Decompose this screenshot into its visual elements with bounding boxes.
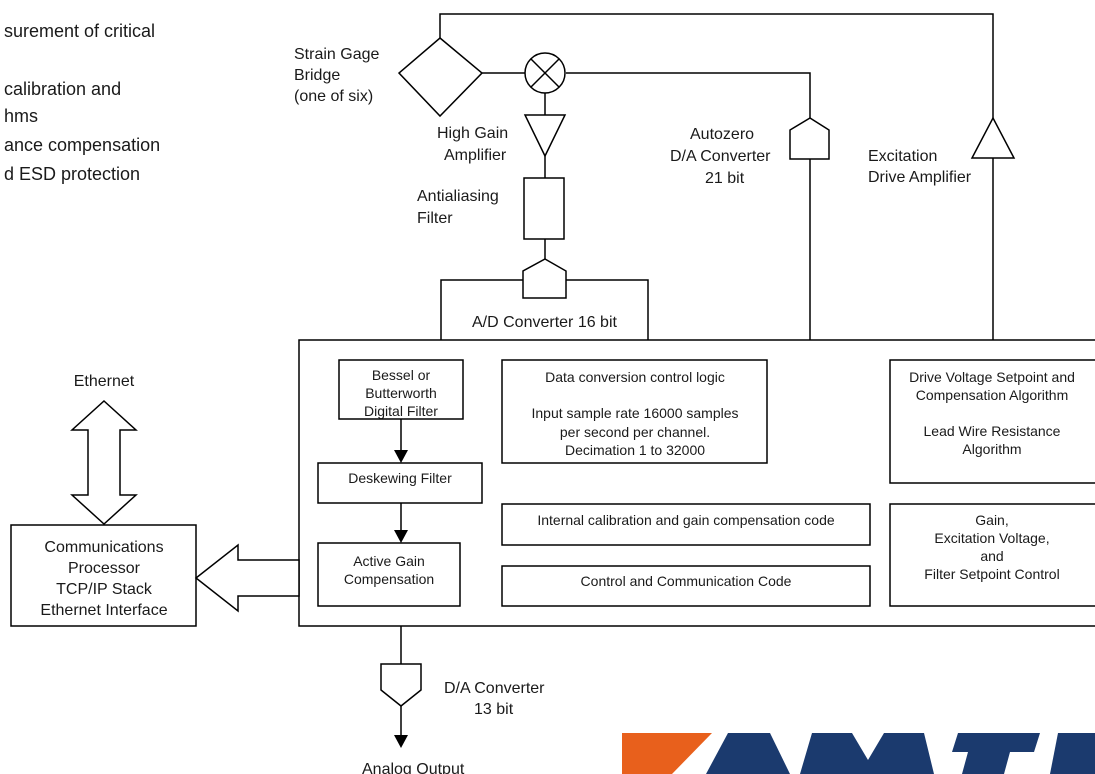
amti-logo (622, 733, 1095, 774)
activegain-label-1: Active Gain (353, 553, 425, 569)
active-gain-compensation-box (317, 542, 461, 607)
gain-control-box (889, 503, 1095, 607)
data-to-comm-arrow-icon (194, 543, 300, 613)
logo-letter-a (706, 733, 790, 774)
dataconv-label-2: Input sample rate 16000 samples (531, 405, 738, 421)
high-gain-amplifier-icon (523, 114, 567, 158)
drivevolt-label-1: Drive Voltage Setpoint and (909, 369, 1075, 385)
dataconv-label-1: Data conversion control logic (545, 369, 725, 385)
data-conversion-box (501, 359, 768, 464)
dac13-label-2: 13 bit (474, 701, 514, 718)
adc-box (440, 279, 523, 340)
dataconv-label-3: per second per channel. (560, 424, 710, 440)
logo-orange-wedge (622, 733, 712, 774)
amp-label-1: High Gain (437, 125, 508, 142)
deskew-label: Deskewing Filter (348, 470, 452, 486)
gainctl-label-4: Filter Setpoint Control (924, 566, 1059, 582)
output-dac-icon (380, 663, 422, 707)
gainctl-label-2: Excitation Voltage, (934, 530, 1049, 546)
adc-pentagon-icon (522, 258, 567, 299)
comm-label-1: Communications (44, 539, 163, 556)
intcal-label: Internal calibration and gain compensati… (537, 512, 835, 528)
left-text: surement of critical calibration and hms… (4, 21, 160, 184)
left-text-line1: surement of critical (4, 21, 155, 41)
ctrlcomm-label: Control and Communication Code (581, 573, 792, 589)
excitation-amplifier-icon (970, 116, 1016, 159)
comm-label-4: Ethernet Interface (40, 602, 167, 619)
drivevolt-label-2: Compensation Algorithm (916, 387, 1069, 403)
excitation-label-2: Drive Amplifier (868, 169, 972, 186)
bridge-label-1: Strain Gage (294, 46, 379, 63)
ethernet-bidirectional-arrow-icon (70, 399, 138, 526)
strain-gage-bridge-label: Strain Gage Bridge (one of six) (294, 46, 379, 105)
logo-letter-t (952, 733, 1040, 774)
adc-label: A/D Converter 16 bit (472, 314, 618, 331)
dsp-main-block (298, 339, 1095, 627)
digital-filter-box (338, 359, 464, 420)
mixer-to-autozero-wire (566, 72, 811, 118)
logo-letter-i (1050, 733, 1095, 774)
left-text-line3: hms (4, 106, 38, 126)
amp-label-2: Amplifier (444, 147, 507, 164)
arrow-down-icon (394, 450, 408, 463)
ethernet-label: Ethernet (74, 373, 135, 390)
gainctl-label-3: and (980, 548, 1003, 564)
bridge-label-2: Bridge (294, 67, 340, 84)
excitation-label-1: Excitation (868, 148, 937, 165)
excitation-wire (439, 13, 994, 118)
drivevolt-label-4: Algorithm (962, 441, 1021, 457)
bridge-label-3: (one of six) (294, 88, 373, 105)
dac13-label-1: D/A Converter (444, 680, 545, 697)
autozero-label-2: D/A Converter (670, 148, 771, 165)
antialiasing-filter-box (523, 177, 565, 240)
activegain-label-2: Compensation (344, 571, 434, 587)
bessel-label-2: Butterworth (365, 385, 437, 401)
deskewing-filter-box (317, 462, 483, 504)
dataconv-label-4: Decimation 1 to 32000 (565, 442, 705, 458)
control-communication-box (501, 565, 871, 607)
aaf-label-2: Filter (417, 210, 453, 227)
autozero-label-1: Autozero (690, 126, 754, 143)
autozero-dac-icon (789, 117, 830, 160)
aaf-label-1: Antialiasing (417, 188, 499, 205)
arrow-down-icon (394, 735, 408, 748)
drive-voltage-box (889, 359, 1095, 484)
strain-gage-bridge-diamond (397, 37, 484, 118)
autozero-label-3: 21 bit (705, 170, 745, 187)
bessel-label-3: Digital Filter (364, 403, 438, 419)
arrow-down-icon (394, 530, 408, 543)
drivevolt-label-3: Lead Wire Resistance (924, 423, 1061, 439)
analog-output-label: Analog Output (362, 761, 465, 774)
comm-label-2: Processor (68, 560, 141, 577)
communications-processor-box (10, 524, 197, 627)
left-text-line2: calibration and (4, 79, 121, 99)
comm-label-3: TCP/IP Stack (56, 581, 153, 598)
internal-calibration-box (501, 503, 871, 546)
gainctl-label-1: Gain, (975, 512, 1008, 528)
left-text-line4: ance compensation (4, 135, 160, 155)
logo-letter-m (800, 733, 934, 774)
bessel-label-1: Bessel or (372, 367, 431, 383)
left-text-line5: d ESD protection (4, 164, 140, 184)
